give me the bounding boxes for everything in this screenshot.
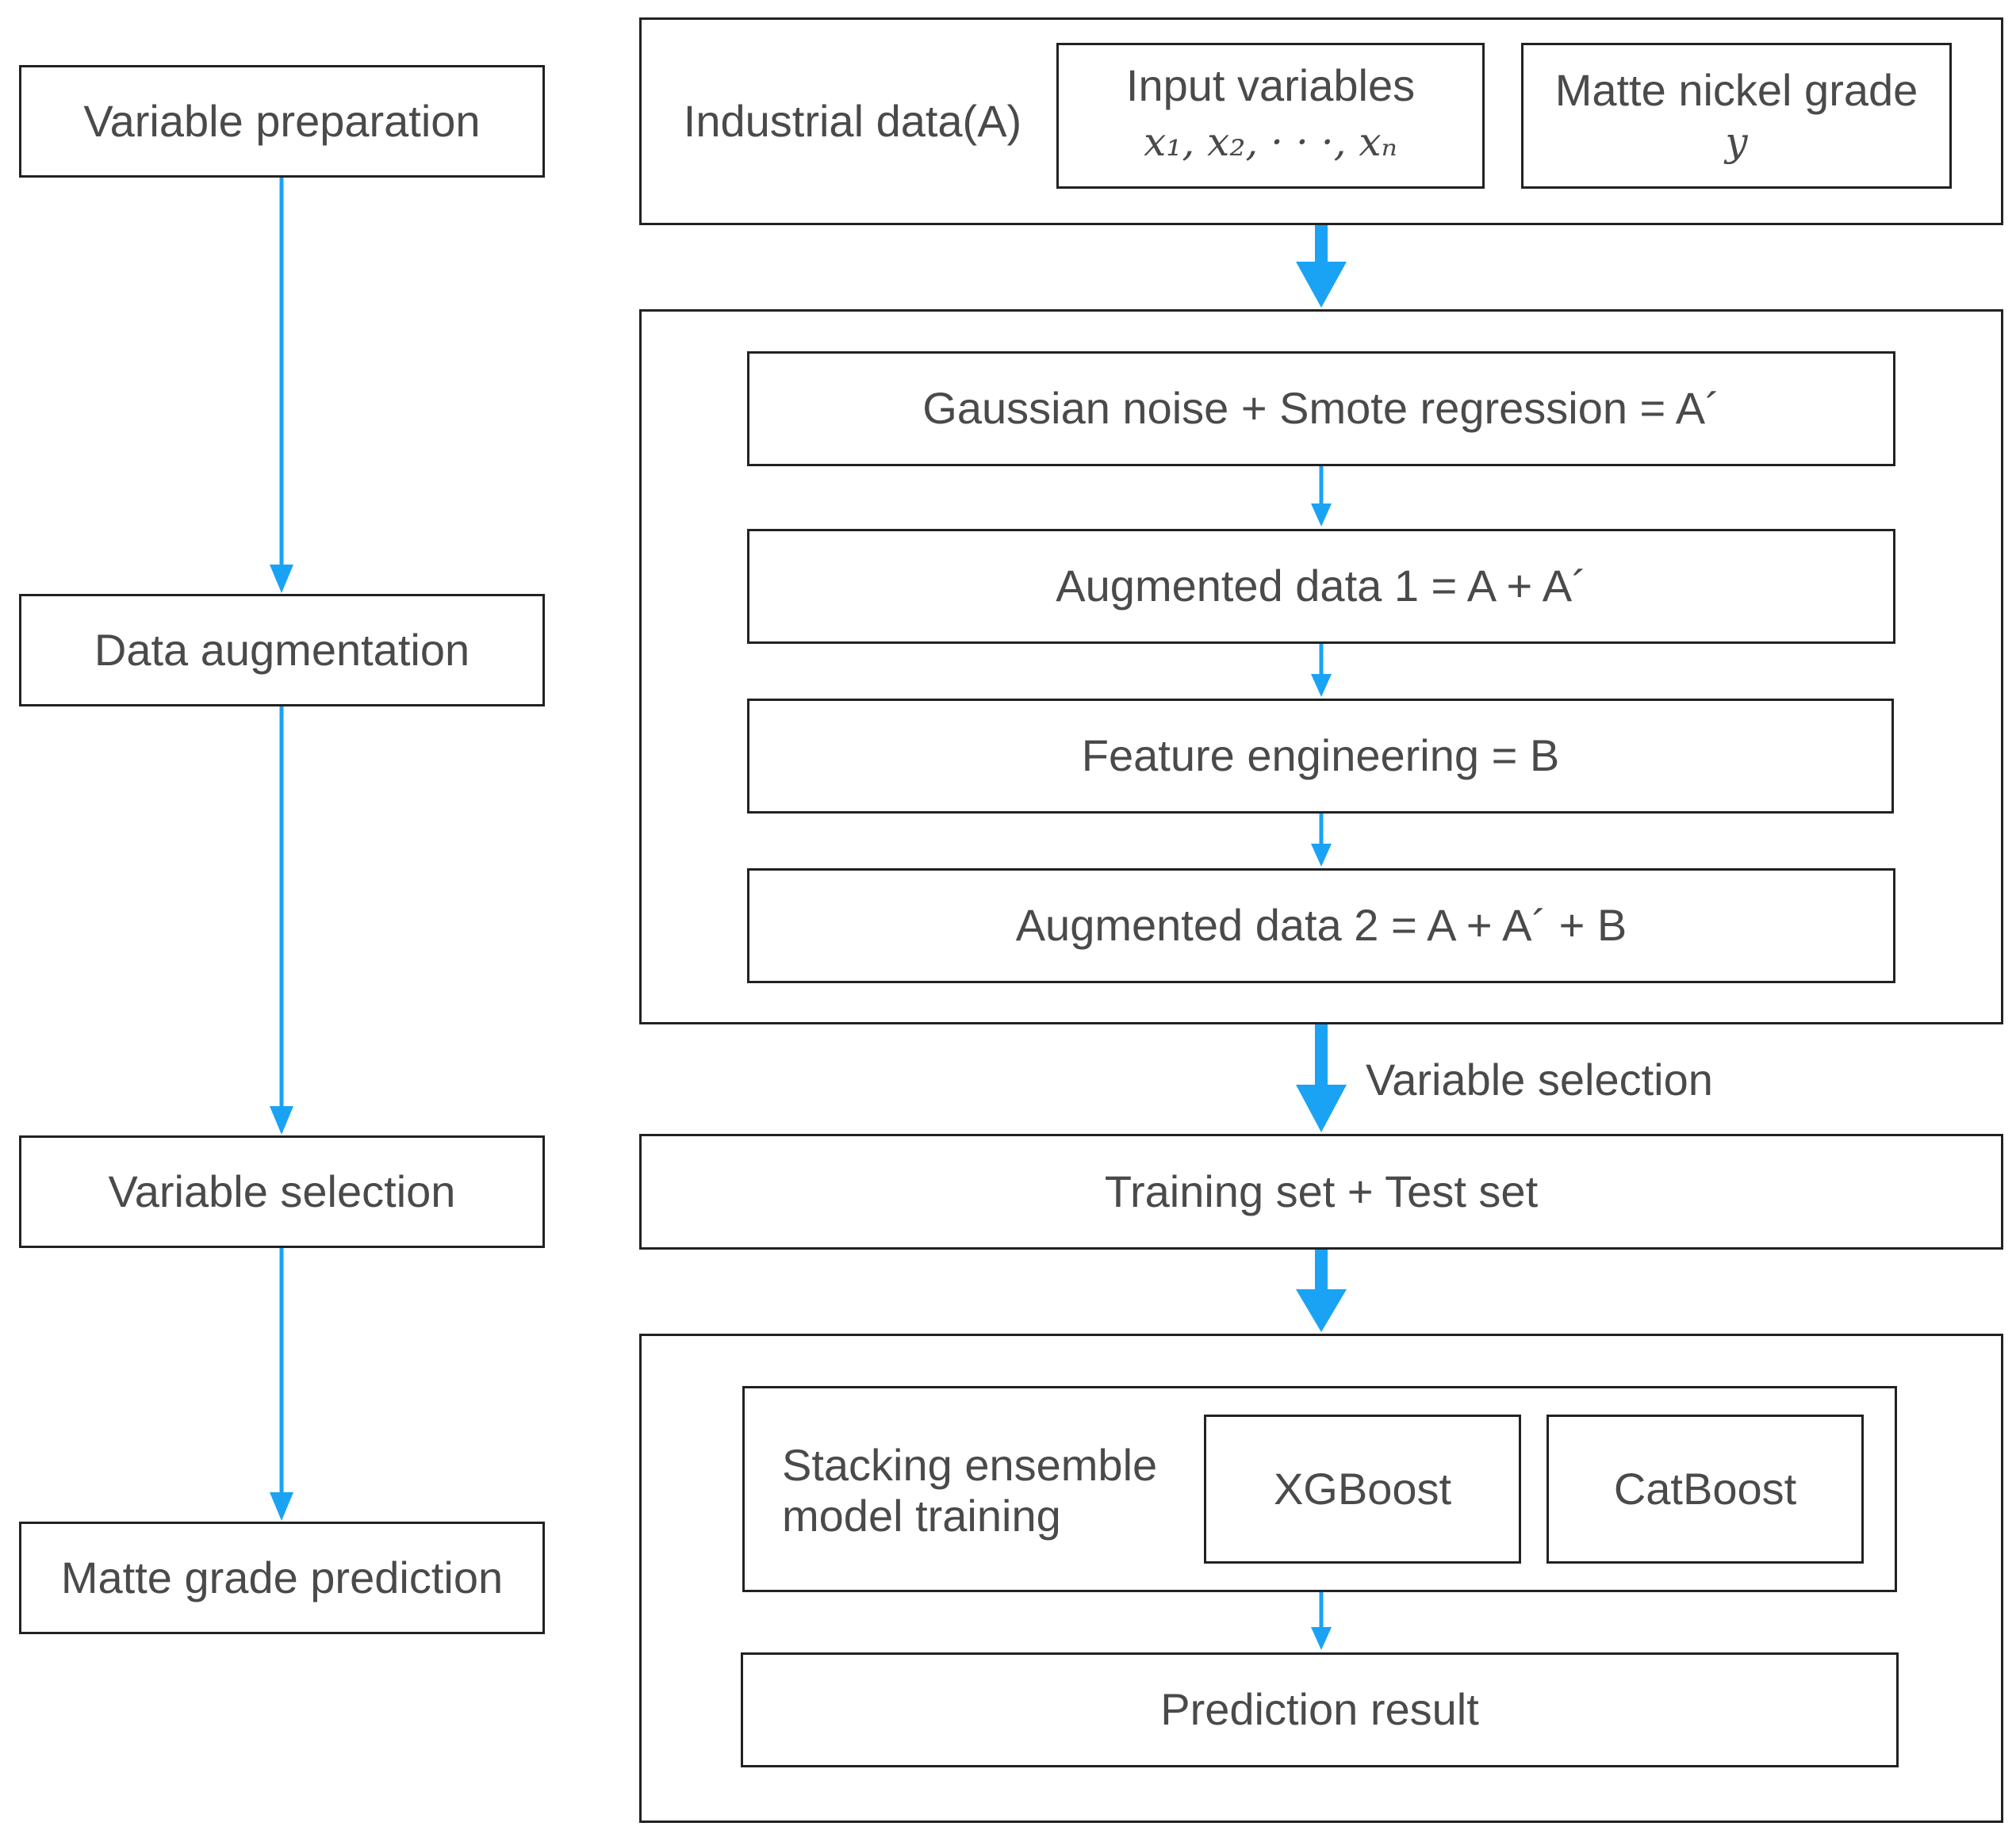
stage-variable-selection-label: Variable selection [108,1166,456,1216]
prediction-result-label: Prediction result [1160,1684,1479,1735]
training-test-set-label: Training set + Test set [1104,1166,1539,1216]
arrow-step2-to-step3 [1311,644,1332,697]
stacking-ensemble-title-line2: model training [782,1491,1061,1541]
arrow-industrial-to-augmentation [1296,225,1347,308]
arrow-step1-to-step2 [1311,466,1332,526]
augmentation-step-gaussian-smote [747,351,1895,466]
catboost-box [1546,1415,1864,1564]
left-arrow-prep-to-aug [270,178,293,593]
stage-variable-preparation-label: Variable preparation [83,95,481,146]
matte-nickel-grade-box [1521,43,1952,189]
augmentation-step-augmented-2-label: Augmented data 2 = A + A´ + B [1015,900,1627,951]
stage-matte-grade-prediction-label: Matte grade prediction [60,1552,504,1602]
stage-variable-selection [19,1135,545,1248]
augmentation-step-augmented-2 [747,868,1895,983]
stacking-ensemble-title-line1: Stacking ensemble [782,1439,1158,1490]
augmentation-step-augmented-1 [747,529,1895,644]
xgboost-box [1204,1415,1521,1564]
input-variables-box [1056,43,1485,189]
augmentation-step-feature-engineering-label: Feature engineering = B [1081,730,1560,781]
arrow-step3-to-step4 [1311,814,1332,867]
stage-data-augmentation [19,594,545,706]
augmentation-step-gaussian-smote-label: Gaussian noise + Smote regression = A´ [922,383,1720,434]
input-variables-title: Input variables [1125,59,1416,110]
training-test-set-box [639,1134,2003,1250]
augmentation-step-augmented-1-label: Augmented data 1 = A + A´ [1056,561,1587,611]
matte-nickel-grade-title: Matte nickel grade [1554,64,1918,115]
left-arrow-sel-to-pred [270,1248,293,1521]
stage-data-augmentation-label: Data augmentation [94,624,470,675]
catboost-label: CatBoost [1613,1463,1797,1514]
stacking-ensemble-title: Stacking ensemble model training [782,1427,1210,1554]
augmentation-step-feature-engineering [747,699,1894,814]
prediction-result-box [741,1652,1899,1767]
input-variables-formula: x₁, x₂, · · ·, xₙ [1144,119,1397,166]
industrial-data-label: Industrial data(A) [683,95,1022,146]
matte-nickel-grade-symbol: y [1725,119,1748,166]
stage-matte-grade-prediction [19,1522,545,1634]
variable-selection-arrow-label: Variable selection [1366,1054,1713,1105]
arrow-model-to-result [1311,1592,1332,1650]
left-arrow-aug-to-sel [270,706,293,1135]
stage-variable-preparation [19,65,545,178]
arrow-split-to-model [1296,1250,1347,1332]
xgboost-label: XGBoost [1273,1463,1452,1514]
arrow-augmentation-to-split [1296,1024,1347,1132]
